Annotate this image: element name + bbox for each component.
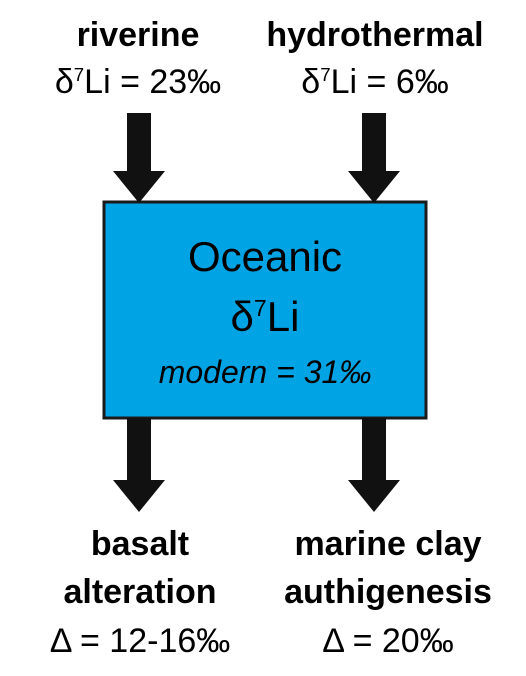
- clay-line2: authigenesis: [284, 573, 492, 611]
- ocean-box: [102, 200, 428, 420]
- riverine-arrow: [113, 113, 165, 203]
- basalt-arrow: [113, 418, 165, 512]
- riverine-title: riverine: [76, 16, 200, 54]
- clay-value: Δ = 20‰: [322, 622, 454, 660]
- hydrothermal-arrow: [348, 113, 400, 203]
- hydrothermal-title: hydrothermal: [266, 16, 484, 54]
- basalt-value: Δ = 12-16‰: [49, 622, 231, 660]
- riverine-value: δ7Li = 23‰: [54, 63, 222, 101]
- clay-line1: marine clay: [294, 525, 482, 563]
- box-subtitle: δ7Li: [230, 293, 300, 340]
- box-title: Oceanic: [187, 233, 343, 280]
- basalt-line2: alteration: [63, 573, 217, 611]
- box-modern-value: modern = 31‰: [158, 354, 372, 390]
- clay-arrow: [348, 418, 400, 512]
- hydrothermal-value: δ7Li = 6‰: [301, 63, 449, 101]
- basalt-line1: basalt: [90, 525, 190, 563]
